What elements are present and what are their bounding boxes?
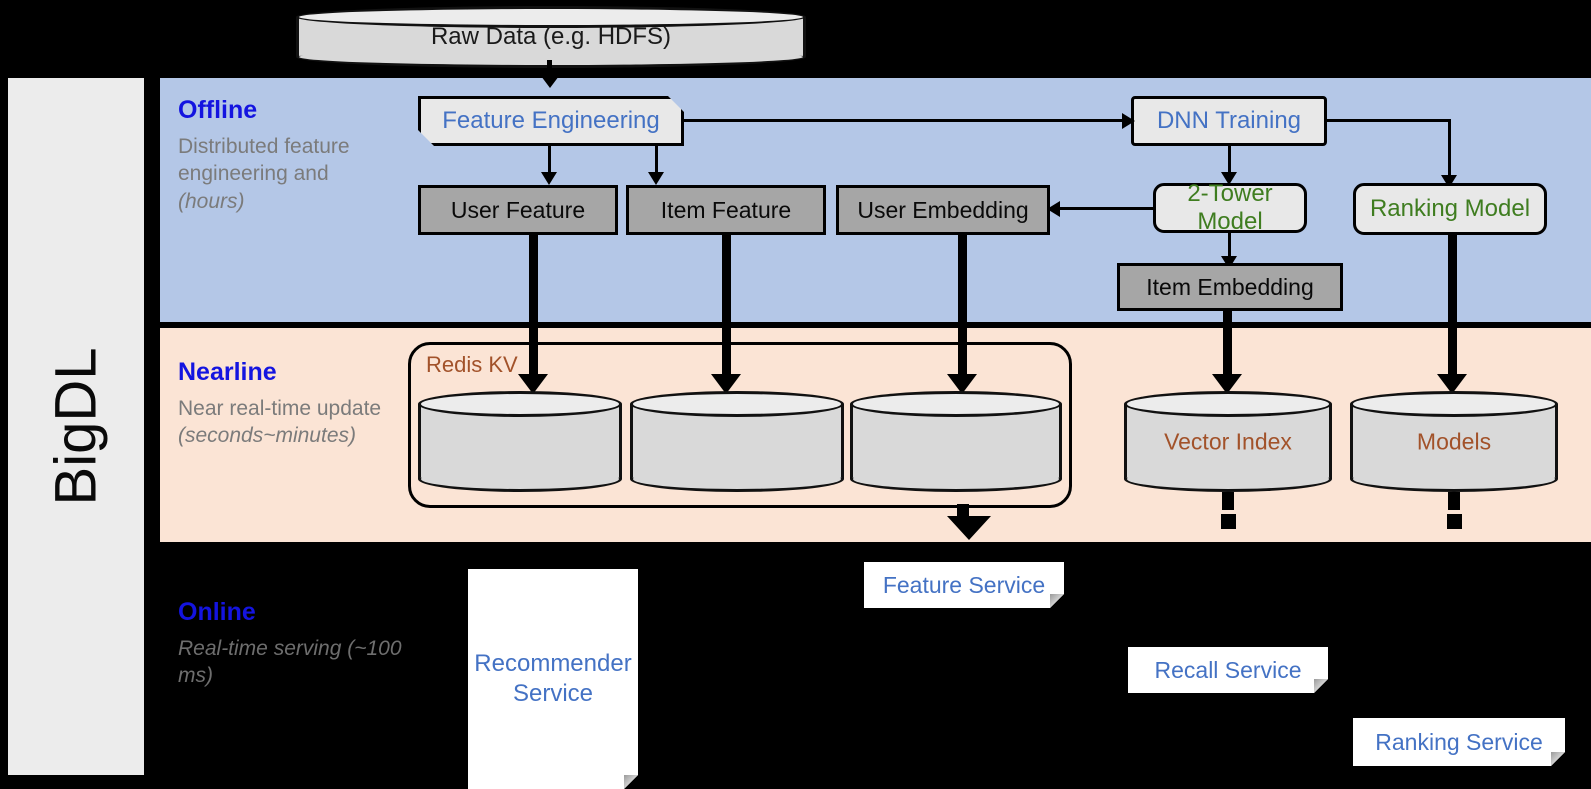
arrow-twotower-to-userembedding bbox=[1047, 201, 1060, 217]
arrow-redis-to-featureservice bbox=[947, 516, 991, 540]
redis-kv-label: Redis KV bbox=[426, 352, 518, 377]
nearline-subtitle-em: (seconds~minutes) bbox=[178, 424, 356, 448]
two-tower-model-label: 2-Tower Model bbox=[1187, 180, 1273, 235]
vector-index-cylinder[interactable]: Vector Index bbox=[1124, 391, 1332, 492]
arrow-fe-to-dnn bbox=[1122, 113, 1135, 129]
cylinder-top bbox=[1350, 391, 1558, 417]
online-caption: Online Real-time serving (~100 ms) bbox=[178, 598, 408, 690]
recommender-service-note[interactable]: Recommender Service bbox=[468, 569, 638, 789]
item-feature-node[interactable]: Item Feature bbox=[626, 185, 826, 235]
arrow-dnn-to-twotower bbox=[1221, 172, 1237, 185]
connector-dnn-to-ranking-v bbox=[1448, 119, 1451, 181]
dnn-training-node[interactable]: DNN Training bbox=[1131, 96, 1327, 146]
pipe-models-to-ranking-dot bbox=[1447, 514, 1462, 529]
ranking-model-node[interactable]: Ranking Model bbox=[1353, 183, 1547, 235]
raw-data-store: Raw Data (e.g. HDFS) bbox=[296, 6, 806, 68]
nearline-title: Nearline bbox=[178, 358, 277, 386]
pipe-redis-to-featureservice-stub bbox=[957, 504, 969, 518]
recall-service-label: Recall Service bbox=[1154, 656, 1302, 683]
online-subtitle-em: (~100 ms) bbox=[178, 637, 402, 688]
item-embedding-label: Item Embedding bbox=[1146, 273, 1314, 300]
pipe-ranking-to-models bbox=[1448, 235, 1457, 386]
nearline-subtitle: Near real-time update (seconds~minutes) bbox=[178, 395, 413, 450]
bigdl-platform-sidebar: BigDL bbox=[8, 78, 144, 775]
connector-fe-to-userfeature bbox=[548, 146, 551, 175]
arrow-itemfeature-to-store bbox=[711, 374, 741, 394]
pipe-models-to-ranking-stub bbox=[1448, 492, 1460, 510]
nearline-subtitle-text: Near real-time update bbox=[178, 397, 382, 420]
two-tower-model-node[interactable]: 2-Tower Model bbox=[1153, 180, 1307, 235]
cylinder-top bbox=[1124, 391, 1332, 417]
pipe-vectorindex-to-recall-dot bbox=[1221, 514, 1236, 529]
offline-subtitle-text: Distributed feature engineering and bbox=[178, 135, 350, 186]
recommender-service-label: Recommender Service bbox=[474, 650, 632, 707]
arrow-userembedding-to-store bbox=[947, 374, 977, 394]
cylinder-top bbox=[630, 391, 844, 417]
arrow-userfeature-to-store bbox=[518, 374, 548, 394]
arrow-rawdata-to-fe bbox=[535, 68, 565, 88]
item-embedding-node[interactable]: Item Embedding bbox=[1117, 263, 1343, 311]
feature-engineering-node[interactable]: Feature Engineering bbox=[418, 96, 684, 146]
user-feature-label: User Feature bbox=[450, 196, 586, 223]
vector-index-label: Vector Index bbox=[1164, 428, 1292, 454]
connector-twotower-to-itememb bbox=[1228, 233, 1231, 263]
user-feature-store-cylinder[interactable] bbox=[418, 391, 622, 492]
offline-subtitle: Distributed feature engineering and (hou… bbox=[178, 133, 398, 215]
offline-title: Offline bbox=[178, 96, 258, 124]
nearline-caption: Nearline Near real-time update (seconds~… bbox=[178, 358, 413, 450]
pipe-itemfeature-to-store bbox=[722, 235, 731, 386]
ranking-model-label: Ranking Model bbox=[1369, 195, 1531, 222]
user-embedding-label: User Embedding bbox=[857, 196, 1029, 223]
recall-service-note[interactable]: Recall Service bbox=[1128, 647, 1328, 693]
arrow-fe-to-userfeature bbox=[541, 172, 557, 185]
cylinder-top bbox=[850, 391, 1062, 417]
online-title: Online bbox=[178, 598, 256, 626]
arrow-itememb-to-vectorindex bbox=[1212, 374, 1242, 394]
feature-service-note[interactable]: Feature Service bbox=[864, 562, 1064, 608]
ranking-service-note[interactable]: Ranking Service bbox=[1353, 718, 1565, 766]
online-subtitle: Real-time serving (~100 ms) bbox=[178, 635, 408, 690]
pipe-userfeature-to-store bbox=[529, 235, 538, 386]
redis-kv-container bbox=[408, 342, 1072, 508]
connector-dnn-to-ranking-h bbox=[1327, 119, 1451, 122]
bigdl-label: BigDL bbox=[43, 347, 109, 506]
connector-fe-to-dnn bbox=[684, 119, 1128, 122]
item-feature-store-cylinder[interactable] bbox=[630, 391, 844, 492]
raw-data-label: Raw Data (e.g. HDFS) bbox=[430, 23, 672, 50]
online-subtitle-text: Real-time serving bbox=[178, 637, 348, 660]
ranking-service-label: Ranking Service bbox=[1375, 728, 1543, 755]
connector-fe-to-itemfeature bbox=[655, 146, 658, 175]
offline-caption: Offline Distributed feature engineering … bbox=[178, 96, 398, 215]
cylinder-top bbox=[296, 6, 806, 28]
cylinder-top bbox=[418, 391, 622, 417]
arrow-ranking-to-models bbox=[1437, 374, 1467, 394]
pipe-itememb-to-vectorindex bbox=[1223, 311, 1232, 386]
offline-subtitle-em: (hours) bbox=[178, 189, 245, 213]
connector-twotower-to-userembedding bbox=[1060, 207, 1155, 210]
item-feature-label: Item Feature bbox=[660, 196, 792, 223]
dnn-training-label: DNN Training bbox=[1156, 107, 1302, 134]
feature-service-label: Feature Service bbox=[882, 571, 1046, 598]
feature-engineering-label: Feature Engineering bbox=[442, 107, 660, 134]
pipe-userembedding-to-store bbox=[958, 235, 967, 386]
models-cylinder[interactable]: Models bbox=[1350, 391, 1558, 492]
models-label: Models bbox=[1416, 428, 1492, 454]
user-feature-node[interactable]: User Feature bbox=[418, 185, 618, 235]
user-embedding-node[interactable]: User Embedding bbox=[836, 185, 1050, 235]
connector-dnn-to-twotower bbox=[1228, 146, 1231, 178]
arrow-fe-to-itemfeature bbox=[648, 172, 664, 185]
user-embedding-store-cylinder[interactable] bbox=[850, 391, 1062, 492]
pipe-vectorindex-to-recall-stub bbox=[1222, 492, 1234, 510]
